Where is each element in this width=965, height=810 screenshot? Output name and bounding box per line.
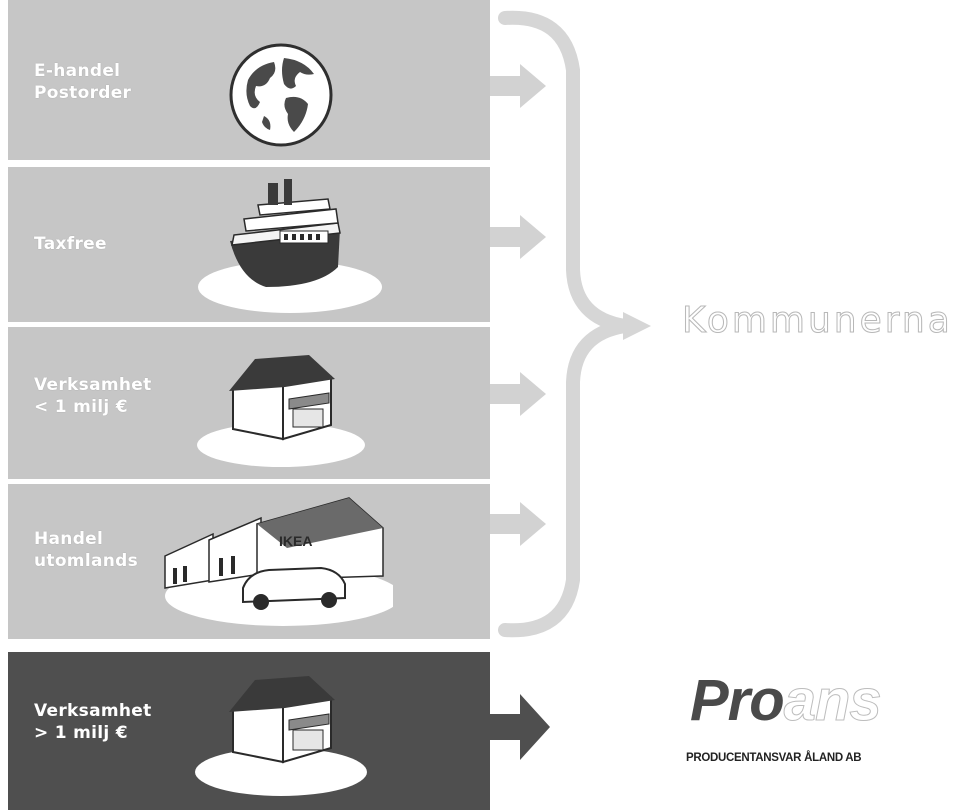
small-shop-icon — [193, 345, 373, 475]
source-band-ehandel: E-handel Postorder — [8, 0, 490, 160]
source-band-verksamhet-small: Verksamhet < 1 milj € — [8, 327, 490, 479]
curly-brace-icon — [495, 0, 680, 640]
proans-logo: Proans — [690, 672, 881, 730]
source-label: Handel utomlands — [34, 528, 138, 572]
globe-icon — [226, 40, 336, 150]
arrow-right-icon — [490, 690, 552, 764]
proans-logo-ans: ans — [784, 668, 881, 733]
source-label: E-handel Postorder — [34, 60, 131, 104]
source-label: Verksamhet < 1 milj € — [34, 374, 152, 418]
proans-company-name: PRODUCENTANSVAR ÅLAND AB — [686, 752, 861, 764]
ship-icon — [188, 175, 388, 320]
target-kommunerna: Kommunerna — [682, 300, 953, 341]
source-label: Taxfree — [34, 233, 107, 255]
source-label: Verksamhet > 1 milj € — [34, 700, 152, 744]
svg-text:IKEA: IKEA — [279, 533, 312, 549]
source-band-handel-utomlands: Handel utomlands IKEA — [8, 484, 490, 639]
source-band-verksamhet-large: Verksamhet > 1 milj € — [8, 652, 490, 810]
proans-logo-pro: Pro — [690, 668, 784, 733]
shop-icon — [193, 666, 373, 802]
source-band-taxfree: Taxfree — [8, 167, 490, 322]
retail-park-icon: IKEA — [153, 484, 393, 634]
